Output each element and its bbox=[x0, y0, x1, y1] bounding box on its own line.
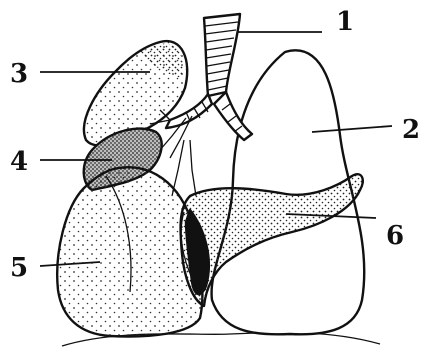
label-1: 1 bbox=[336, 7, 354, 37]
label-6: 6 bbox=[386, 221, 404, 251]
label-5: 5 bbox=[10, 253, 28, 283]
label-3: 3 bbox=[10, 59, 28, 89]
label-2: 2 bbox=[402, 115, 420, 145]
label-4: 4 bbox=[10, 147, 28, 177]
